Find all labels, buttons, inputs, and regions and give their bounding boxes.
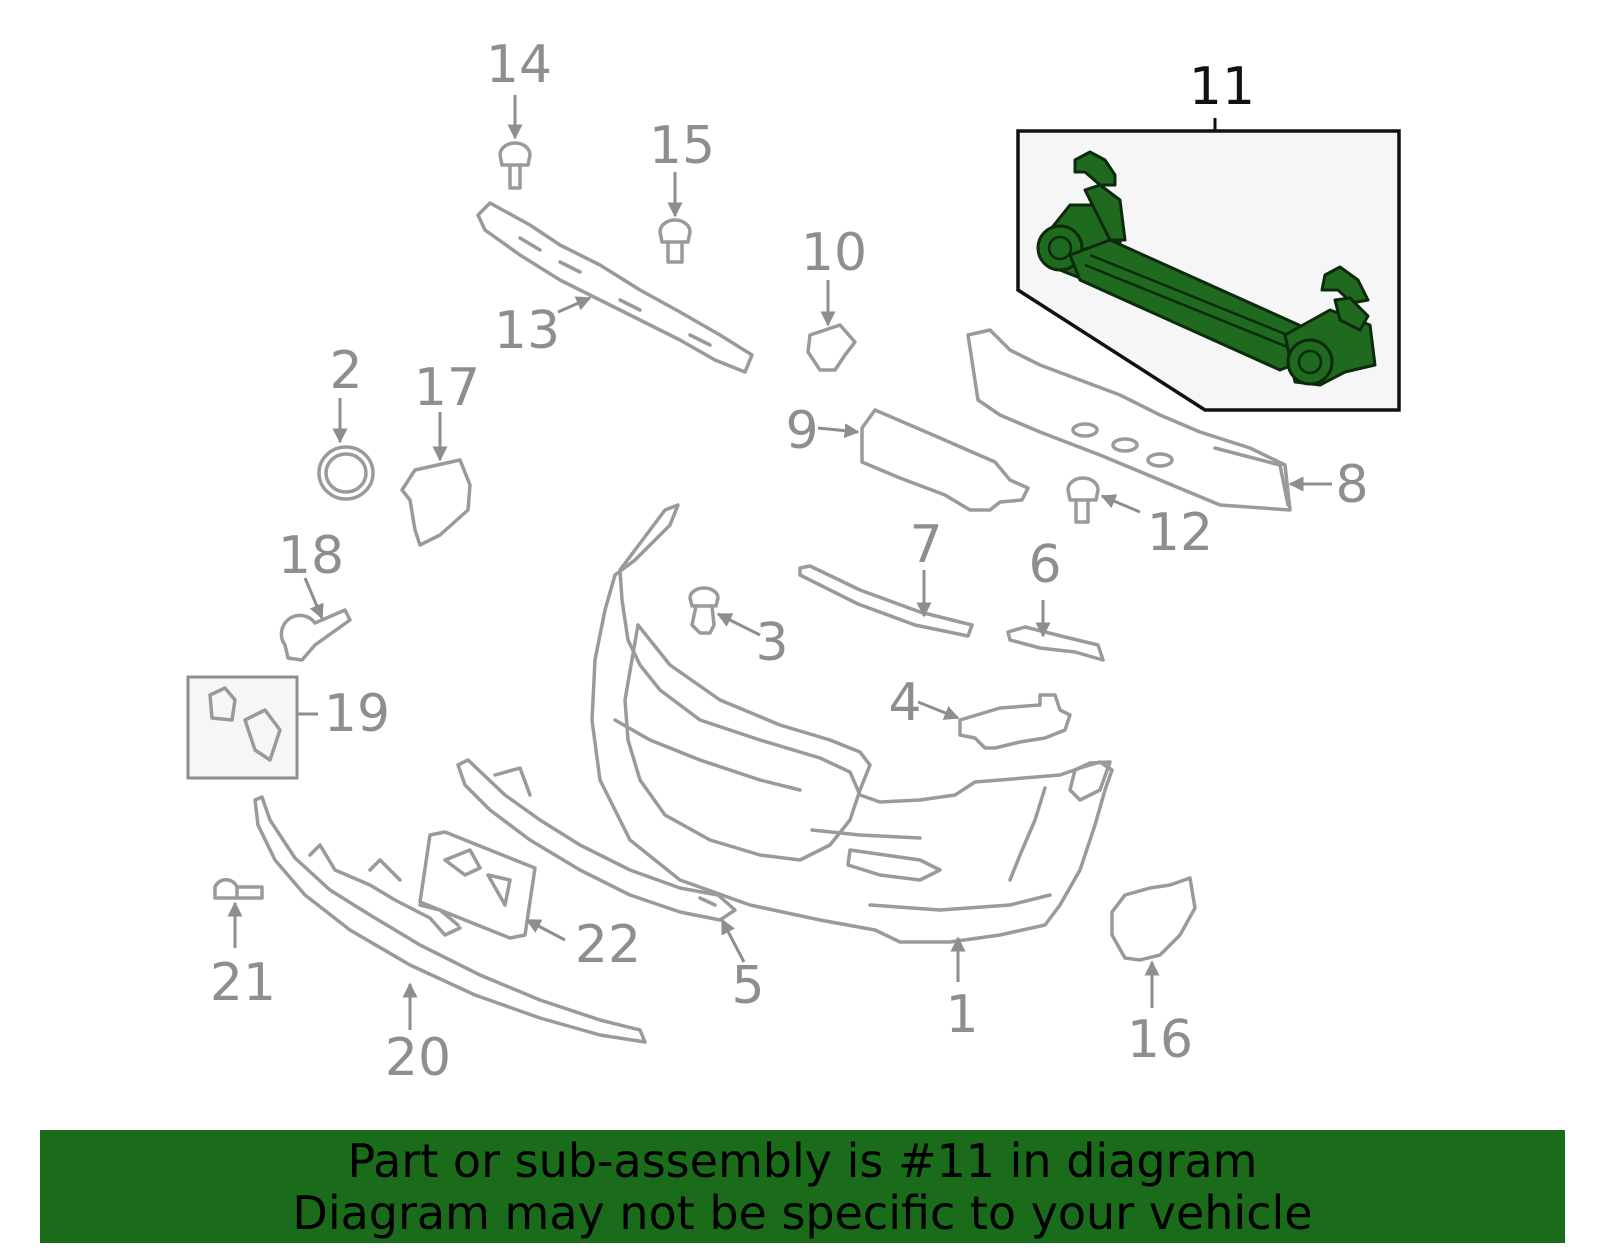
callout-13: 13 bbox=[494, 301, 560, 361]
callout-19: 19 bbox=[324, 684, 390, 744]
absorber-part-8[interactable]: 8 bbox=[966, 328, 1369, 515]
clip-part-12[interactable]: 12 bbox=[1066, 476, 1213, 563]
callout-3: 3 bbox=[755, 613, 788, 673]
callout-4: 4 bbox=[888, 673, 921, 733]
bracket-part-16[interactable]: 16 bbox=[1110, 876, 1197, 1070]
part-11-group[interactable]: 11 bbox=[1016, 57, 1401, 412]
bracket-part-18[interactable]: 18 bbox=[278, 526, 352, 662]
bolt-part-21[interactable]: 21 bbox=[210, 878, 276, 1013]
callout-7: 7 bbox=[909, 515, 942, 575]
bracket-part-4[interactable]: 4 bbox=[888, 673, 1072, 750]
callout-2: 2 bbox=[329, 341, 362, 401]
callout-16: 16 bbox=[1127, 1010, 1193, 1070]
callout-9: 9 bbox=[785, 401, 818, 461]
callout-8: 8 bbox=[1335, 455, 1368, 515]
ring-part-2[interactable]: 2 bbox=[317, 341, 375, 501]
bumper-cover-part-1[interactable]: 1 bbox=[590, 503, 1114, 1045]
clip-part-14[interactable]: 14 bbox=[486, 35, 552, 190]
banner-line-2: Diagram may not be specific to your vehi… bbox=[292, 1185, 1313, 1240]
strip-part-7[interactable]: 7 bbox=[798, 515, 974, 638]
info-banner: Part or sub-assembly is #11 in diagram D… bbox=[40, 1130, 1565, 1243]
callout-10: 10 bbox=[801, 223, 867, 283]
lower-strip-part-5[interactable]: 5 bbox=[456, 758, 765, 1016]
callout-6: 6 bbox=[1028, 535, 1061, 595]
strip-part-6[interactable]: 6 bbox=[1006, 535, 1105, 662]
clip-part-3[interactable]: 3 bbox=[688, 586, 789, 673]
kit-part-19[interactable]: 19 bbox=[186, 675, 390, 780]
callout-17: 17 bbox=[414, 358, 480, 418]
callout-21: 21 bbox=[210, 953, 276, 1013]
callout-22: 22 bbox=[575, 915, 641, 975]
callout-18: 18 bbox=[278, 526, 344, 586]
callout-20: 20 bbox=[385, 1028, 451, 1088]
callout-14: 14 bbox=[486, 35, 552, 95]
callout-12: 12 bbox=[1147, 503, 1213, 563]
bracket-part-17[interactable]: 17 bbox=[400, 358, 480, 547]
bracket-part-9[interactable]: 9 bbox=[785, 401, 1030, 512]
callout-11: 11 bbox=[1189, 57, 1255, 117]
reinforcement-beam-part-11[interactable] bbox=[1036, 150, 1377, 387]
clip-part-15[interactable]: 15 bbox=[649, 116, 715, 264]
plate-bracket-part-22[interactable]: 22 bbox=[418, 830, 641, 975]
banner-line-1: Part or sub-assembly is #11 in diagram bbox=[347, 1133, 1258, 1188]
callout-5: 5 bbox=[731, 956, 764, 1016]
callout-1: 1 bbox=[945, 985, 978, 1045]
lower-grille-part-20[interactable]: 20 bbox=[253, 795, 647, 1088]
callout-15: 15 bbox=[649, 116, 715, 176]
bracket-part-10[interactable]: 10 bbox=[801, 223, 867, 372]
upper-bracket-part-13[interactable]: 13 bbox=[476, 201, 754, 374]
